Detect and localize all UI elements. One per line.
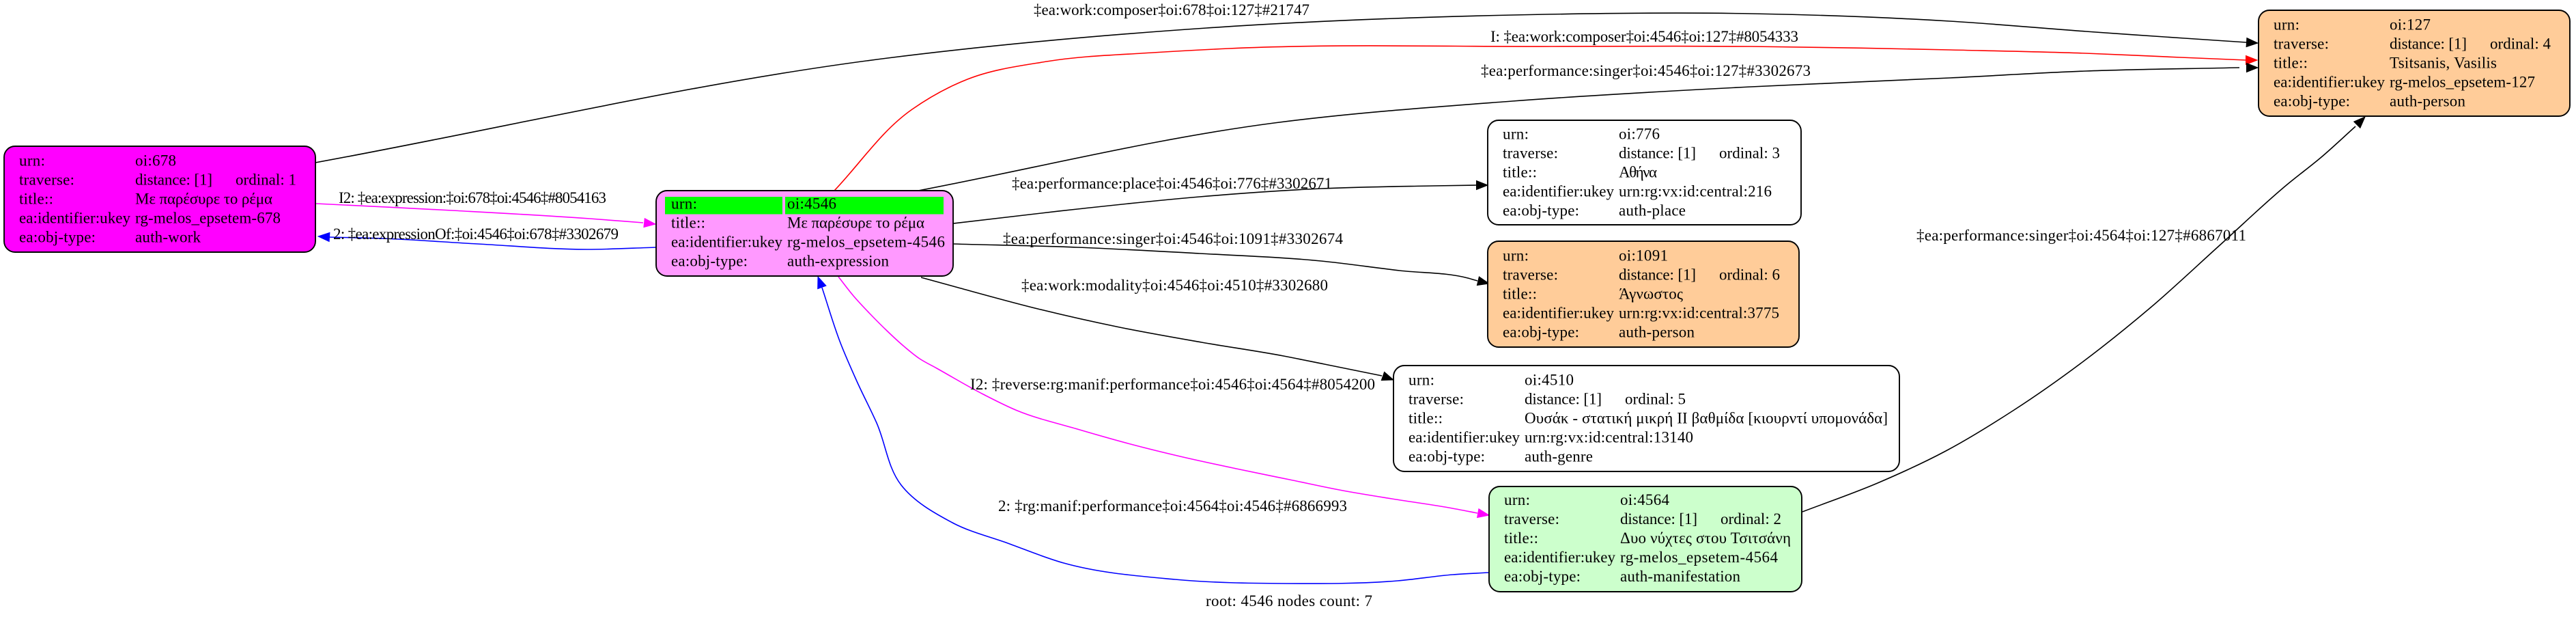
svg-text:title::: title:: — [19, 191, 53, 208]
svg-text:‡ea:performance:singer‡oi:4546: ‡ea:performance:singer‡oi:4546‡oi:127‡#3… — [1481, 62, 1811, 79]
svg-text:urn:: urn: — [1503, 126, 1529, 143]
svg-text:I: ‡ea:work:composer‡oi:4546‡o: I: ‡ea:work:composer‡oi:4546‡oi:127‡#805… — [1490, 28, 1798, 45]
svg-text:auth-manifestation: auth-manifestation — [1620, 568, 1741, 585]
svg-text:urn:rg:vx:id:central:13140: urn:rg:vx:id:central:13140 — [1525, 429, 1693, 446]
svg-text:ea:identifier:ukey: ea:identifier:ukey — [671, 234, 783, 251]
svg-text:urn:: urn: — [19, 152, 45, 169]
svg-text:ea:obj-type:: ea:obj-type: — [1504, 568, 1581, 585]
svg-text:urn:: urn: — [1504, 491, 1530, 508]
svg-text:auth-person: auth-person — [2390, 93, 2466, 110]
svg-text:traverse:: traverse: — [1409, 391, 1464, 408]
svg-text:Δυο νύχτες στου Τσιτσάνη: Δυο νύχτες στου Τσιτσάνη — [1620, 530, 1791, 547]
svg-text:oi:678: oi:678 — [135, 152, 176, 169]
svg-text:auth-work: auth-work — [135, 229, 201, 246]
svg-text:distance: [1]: distance: [1] — [1620, 510, 1697, 527]
svg-text:‡ea:work:modality‡oi:4546‡oi:4: ‡ea:work:modality‡oi:4546‡oi:4510‡#33026… — [1021, 277, 1328, 294]
svg-text:Ουσάκ - στατική μικρή ΙΙ βαθμί: Ουσάκ - στατική μικρή ΙΙ βαθμίδα [κιουρν… — [1525, 410, 1888, 427]
svg-text:‡ea:work:composer‡oi:678‡oi:12: ‡ea:work:composer‡oi:678‡oi:127‡#21747 — [1034, 1, 1310, 18]
svg-text:Άγνωστος: Άγνωστος — [1619, 286, 1683, 303]
svg-text:ordinal: 1: ordinal: 1 — [236, 172, 296, 189]
svg-text:ea:obj-type:: ea:obj-type: — [2274, 93, 2350, 110]
svg-text:ea:identifier:ukey: ea:identifier:ukey — [19, 210, 131, 227]
svg-text:urn:: urn: — [1503, 247, 1529, 264]
svg-text:oi:1091: oi:1091 — [1619, 247, 1668, 264]
svg-text:oi:776: oi:776 — [1619, 126, 1660, 143]
svg-text:title::: title:: — [1503, 286, 1537, 303]
svg-text:rg-melos_epsetem-4564: rg-melos_epsetem-4564 — [1620, 549, 1779, 566]
svg-text:distance: [1]: distance: [1] — [1525, 391, 1602, 408]
svg-text:oi:4546: oi:4546 — [787, 195, 836, 212]
svg-text:traverse:: traverse: — [1503, 266, 1558, 284]
svg-text:auth-genre: auth-genre — [1525, 448, 1593, 465]
svg-text:root: 4546 nodes count: 7: root: 4546 nodes count: 7 — [1206, 592, 1372, 609]
svg-text:Με παρέσυρε το ρέμα: Με παρέσυρε το ρέμα — [135, 191, 272, 208]
svg-text:ea:obj-type:: ea:obj-type: — [19, 229, 96, 246]
svg-text:ea:identifier:ukey: ea:identifier:ukey — [1409, 429, 1520, 446]
svg-text:traverse:: traverse: — [1504, 510, 1559, 527]
svg-text:oi:4564: oi:4564 — [1620, 491, 1670, 508]
svg-text:‡ea:performance:singer‡oi:4546: ‡ea:performance:singer‡oi:4546‡oi:1091‡#… — [1003, 230, 1344, 247]
svg-text:Με παρέσυρε το ρέμα: Με παρέσυρε το ρέμα — [787, 215, 924, 232]
svg-text:traverse:: traverse: — [1503, 145, 1558, 162]
svg-text:oi:127: oi:127 — [2390, 16, 2431, 33]
svg-text:distance: [1]: distance: [1] — [1619, 266, 1696, 284]
svg-text:distance: [1]: distance: [1] — [1619, 145, 1696, 162]
svg-text:I2: ‡reverse:rg:manif:performa: I2: ‡reverse:rg:manif:performance‡oi:454… — [970, 376, 1375, 393]
svg-text:title::: title:: — [671, 215, 705, 232]
svg-text:auth-place: auth-place — [1619, 202, 1686, 219]
svg-text:urn:: urn: — [2274, 16, 2299, 33]
svg-text:I2: ‡ea:expression:‡oi:678‡oi:: I2: ‡ea:expression:‡oi:678‡oi:4546‡#8054… — [339, 189, 606, 206]
svg-text:ordinal: 6: ordinal: 6 — [1719, 266, 1780, 284]
svg-text:title::: title:: — [1503, 164, 1537, 181]
svg-text:ea:identifier:ukey: ea:identifier:ukey — [1503, 183, 1615, 200]
svg-text:ordinal: 5: ordinal: 5 — [1625, 391, 1686, 408]
svg-text:title::: title:: — [2274, 55, 2308, 72]
svg-text:‡ea:performance:place‡oi:4546‡: ‡ea:performance:place‡oi:4546‡oi:776‡#33… — [1012, 175, 1332, 192]
svg-text:rg-melos_epsetem-4546: rg-melos_epsetem-4546 — [787, 234, 945, 251]
svg-text:urn:rg:vx:id:central:216: urn:rg:vx:id:central:216 — [1619, 183, 1772, 200]
svg-text:ordinal: 4: ordinal: 4 — [2490, 36, 2551, 53]
svg-text:ea:identifier:ukey: ea:identifier:ukey — [1504, 549, 1616, 566]
svg-text:distance: [1]: distance: [1] — [135, 172, 212, 189]
svg-text:urn:: urn: — [671, 195, 697, 212]
svg-text:title::: title:: — [1504, 530, 1538, 547]
svg-text:Αθήνα: Αθήνα — [1619, 164, 1657, 181]
svg-text:title::: title:: — [1409, 410, 1443, 427]
svg-text:ordinal: 3: ordinal: 3 — [1719, 145, 1780, 162]
svg-text:auth-expression: auth-expression — [787, 253, 890, 270]
svg-text:Tsitsanis, Vasilis: Tsitsanis, Vasilis — [2390, 55, 2497, 72]
svg-text:2: ‡rg:manif:performance‡oi:45: 2: ‡rg:manif:performance‡oi:4564‡oi:4546… — [998, 497, 1347, 515]
svg-text:ea:obj-type:: ea:obj-type: — [1503, 324, 1579, 341]
svg-text:2: ‡ea:expressionOf:‡oi:4546‡o: 2: ‡ea:expressionOf:‡oi:4546‡oi:678‡#330… — [333, 225, 619, 243]
svg-text:urn:rg:vx:id:central:3775: urn:rg:vx:id:central:3775 — [1619, 305, 1779, 322]
svg-text:ordinal: 2: ordinal: 2 — [1721, 510, 1781, 527]
svg-text:auth-person: auth-person — [1619, 324, 1695, 341]
svg-text:oi:4510: oi:4510 — [1525, 372, 1574, 389]
svg-text:urn:: urn: — [1409, 372, 1434, 389]
svg-text:ea:identifier:ukey: ea:identifier:ukey — [2274, 74, 2386, 91]
svg-text:‡ea:performance:singer‡oi:4564: ‡ea:performance:singer‡oi:4564‡oi:127‡#6… — [1916, 227, 2246, 244]
svg-text:ea:obj-type:: ea:obj-type: — [671, 253, 748, 270]
svg-text:traverse:: traverse: — [19, 172, 74, 189]
svg-text:ea:obj-type:: ea:obj-type: — [1409, 448, 1485, 465]
svg-text:traverse:: traverse: — [2274, 36, 2329, 53]
svg-text:rg-melos_epsetem-678: rg-melos_epsetem-678 — [135, 210, 281, 227]
svg-text:rg-melos_epsetem-127: rg-melos_epsetem-127 — [2390, 74, 2535, 91]
svg-text:ea:obj-type:: ea:obj-type: — [1503, 202, 1579, 219]
svg-text:distance: [1]: distance: [1] — [2390, 36, 2467, 53]
svg-text:ea:identifier:ukey: ea:identifier:ukey — [1503, 305, 1615, 322]
